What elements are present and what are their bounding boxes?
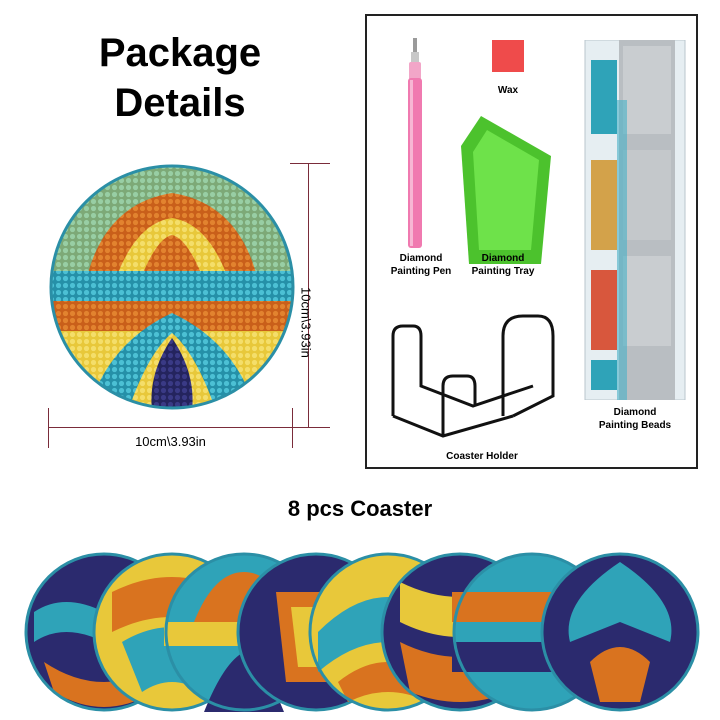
title-line-1: Package: [98, 31, 262, 75]
title-line-2: Details: [114, 81, 246, 125]
package-contents-box: Diamond Painting Pen Wax Diamond Paintin…: [365, 14, 698, 469]
height-label: 10cm\3.93in: [298, 287, 314, 358]
set-count-title: 8 pcs Coaster: [287, 496, 433, 521]
beads-label-line-1: Diamond: [613, 407, 657, 418]
width-dimension-tick-left: [48, 408, 49, 448]
coaster-set-row: [0, 548, 720, 720]
coaster-8-image: [540, 552, 700, 712]
diamond-painting-pen-label: Diamond Painting Pen: [381, 252, 461, 278]
width-dimension-tick-right: [292, 408, 293, 448]
width-dimension-line: [48, 427, 293, 428]
diamond-painting-tray-label: Diamond Painting Tray: [455, 252, 551, 278]
diamond-painting-beads-label: Diamond Painting Beads: [583, 406, 687, 432]
height-dimension-tick-top: [290, 163, 330, 164]
height-dimension-line: [308, 163, 309, 428]
diamond-painting-beads-image: [584, 40, 686, 400]
pen-label-line-2: Painting Pen: [390, 266, 452, 277]
coaster-main-image: [49, 164, 295, 410]
coaster-holder-label: Coaster Holder: [446, 451, 518, 462]
height-dimension-tick-bottom: [290, 427, 330, 428]
coaster-holder-image: [391, 314, 555, 438]
height-dimension: 10cm\3.93in: [290, 163, 330, 428]
wax-label: Wax: [497, 85, 519, 96]
diamond-painting-pen-image: [408, 38, 422, 248]
tray-label-line-2: Painting Tray: [471, 266, 535, 277]
diamond-painting-tray-image: [461, 116, 551, 264]
tray-label-line-1: Diamond: [481, 253, 525, 264]
page-title: Package Details: [20, 28, 340, 128]
width-label: 10cm\3.93in: [135, 434, 206, 449]
wax-image: [492, 40, 524, 72]
width-dimension: 10cm\3.93in: [48, 408, 293, 449]
pen-label-line-1: Diamond: [399, 253, 443, 264]
beads-label-line-2: Painting Beads: [598, 420, 672, 431]
